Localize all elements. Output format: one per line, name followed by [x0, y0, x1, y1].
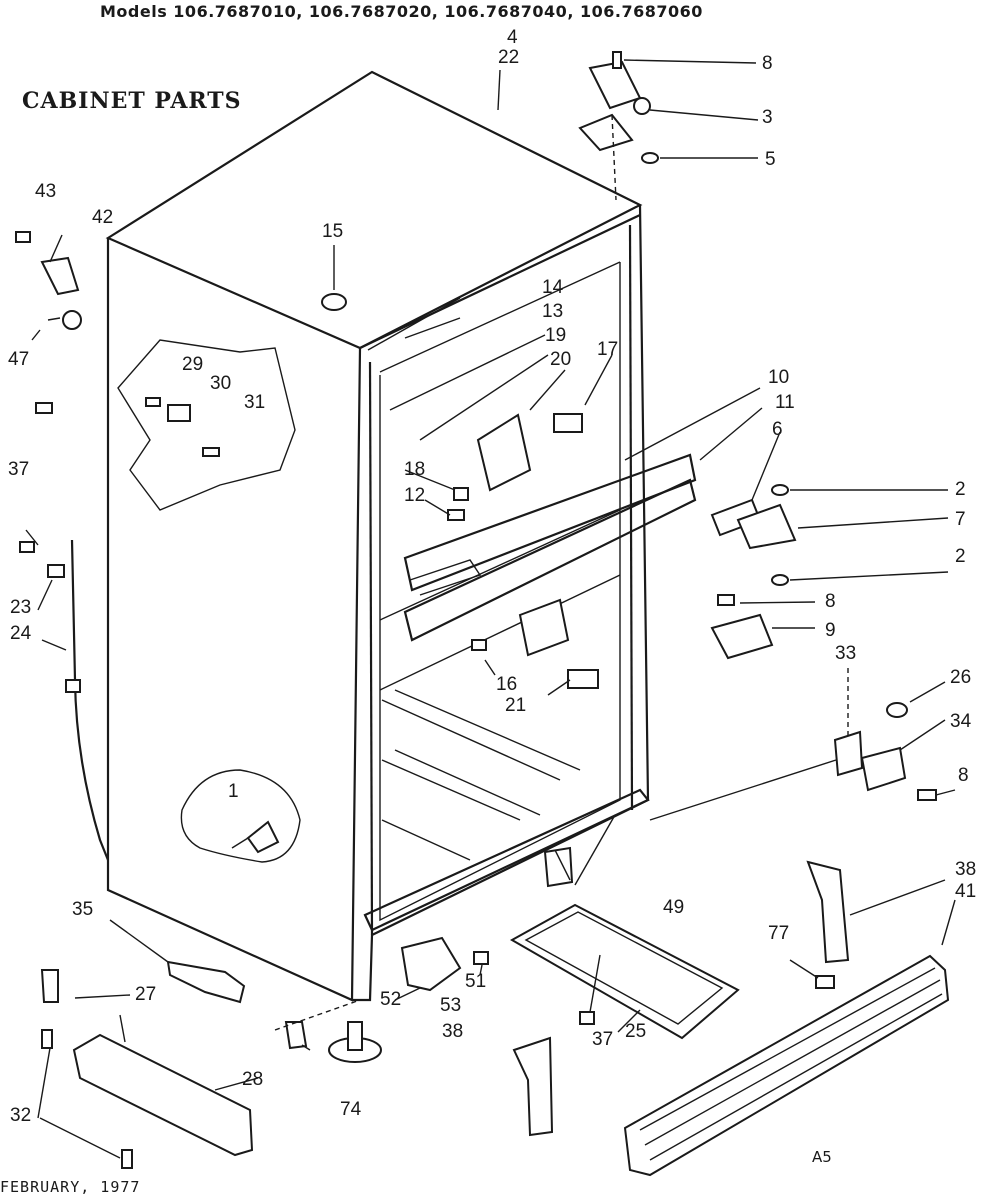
label-4: 4 [507, 27, 518, 48]
label-8b: 8 [825, 591, 836, 612]
label-12: 12 [404, 485, 426, 506]
label-6: 6 [772, 419, 783, 440]
label-5: 5 [765, 149, 776, 170]
label-47: 47 [8, 349, 30, 370]
label-22: 22 [498, 47, 520, 68]
label-41: 41 [955, 881, 977, 902]
models-header: Models 106.7687010, 106.7687020, 106.768… [100, 2, 703, 21]
label-34: 34 [950, 711, 972, 732]
label-17: 17 [597, 339, 619, 360]
label-37a: 37 [8, 459, 30, 480]
left-drain-tube [19, 539, 110, 861]
label-14: 14 [542, 277, 564, 298]
label-30: 30 [210, 373, 232, 394]
label-28: 28 [242, 1069, 264, 1090]
label-16: 16 [496, 674, 518, 695]
label-53: 53 [440, 995, 462, 1016]
label-51: 51 [465, 971, 487, 992]
label-32: 32 [10, 1105, 32, 1126]
label-49: 49 [663, 897, 685, 918]
label-8a: 8 [762, 53, 773, 74]
mullion-bar [403, 453, 697, 642]
label-7: 7 [955, 509, 966, 530]
label-15: 15 [322, 221, 344, 242]
side-panel-cutaway [117, 339, 301, 863]
label-11: 11 [775, 392, 795, 413]
leader-lines [25, 69, 956, 1159]
part-15-plug [321, 293, 347, 311]
upper-left-parts [15, 231, 220, 457]
footer-date: FEBRUARY, 1977 [0, 1178, 141, 1196]
label-8c: 8 [958, 765, 969, 786]
label-74: 74 [340, 1099, 362, 1120]
label-25: 25 [625, 1021, 647, 1042]
label-29: 29 [182, 354, 204, 375]
lower-hinge-group [649, 668, 937, 821]
top-hinge-group [578, 51, 759, 201]
label-10: 10 [768, 367, 790, 388]
bottom-parts [40, 846, 950, 1177]
label-2a: 2 [955, 479, 966, 500]
label-20: 20 [550, 349, 572, 370]
label-27: 27 [135, 984, 157, 1005]
label-52: 52 [380, 989, 402, 1010]
label-38b: 38 [442, 1021, 464, 1042]
label-77: 77 [768, 923, 790, 944]
label-3: 3 [762, 107, 773, 128]
label-26: 26 [950, 667, 972, 688]
label-19: 19 [545, 325, 567, 346]
label-35: 35 [72, 899, 94, 920]
cabinet-shell [105, 70, 650, 1002]
diagram-code: A5 [812, 1148, 832, 1166]
label-21: 21 [505, 695, 527, 716]
label-31: 31 [244, 392, 266, 413]
label-37b: 37 [592, 1029, 614, 1050]
middle-hinge-group [710, 484, 949, 660]
center-parts [447, 413, 599, 689]
label-43: 43 [35, 181, 57, 202]
label-1: 1 [228, 781, 239, 802]
label-18: 18 [404, 459, 426, 480]
diagram-title: CABINET PARTS [22, 88, 242, 114]
label-33: 33 [835, 643, 857, 664]
label-2b: 2 [955, 546, 966, 567]
label-23: 23 [10, 597, 32, 618]
label-24: 24 [10, 623, 32, 644]
label-9: 9 [825, 620, 836, 641]
label-13: 13 [542, 301, 564, 322]
label-38a: 38 [955, 859, 977, 880]
label-42: 42 [92, 207, 114, 228]
